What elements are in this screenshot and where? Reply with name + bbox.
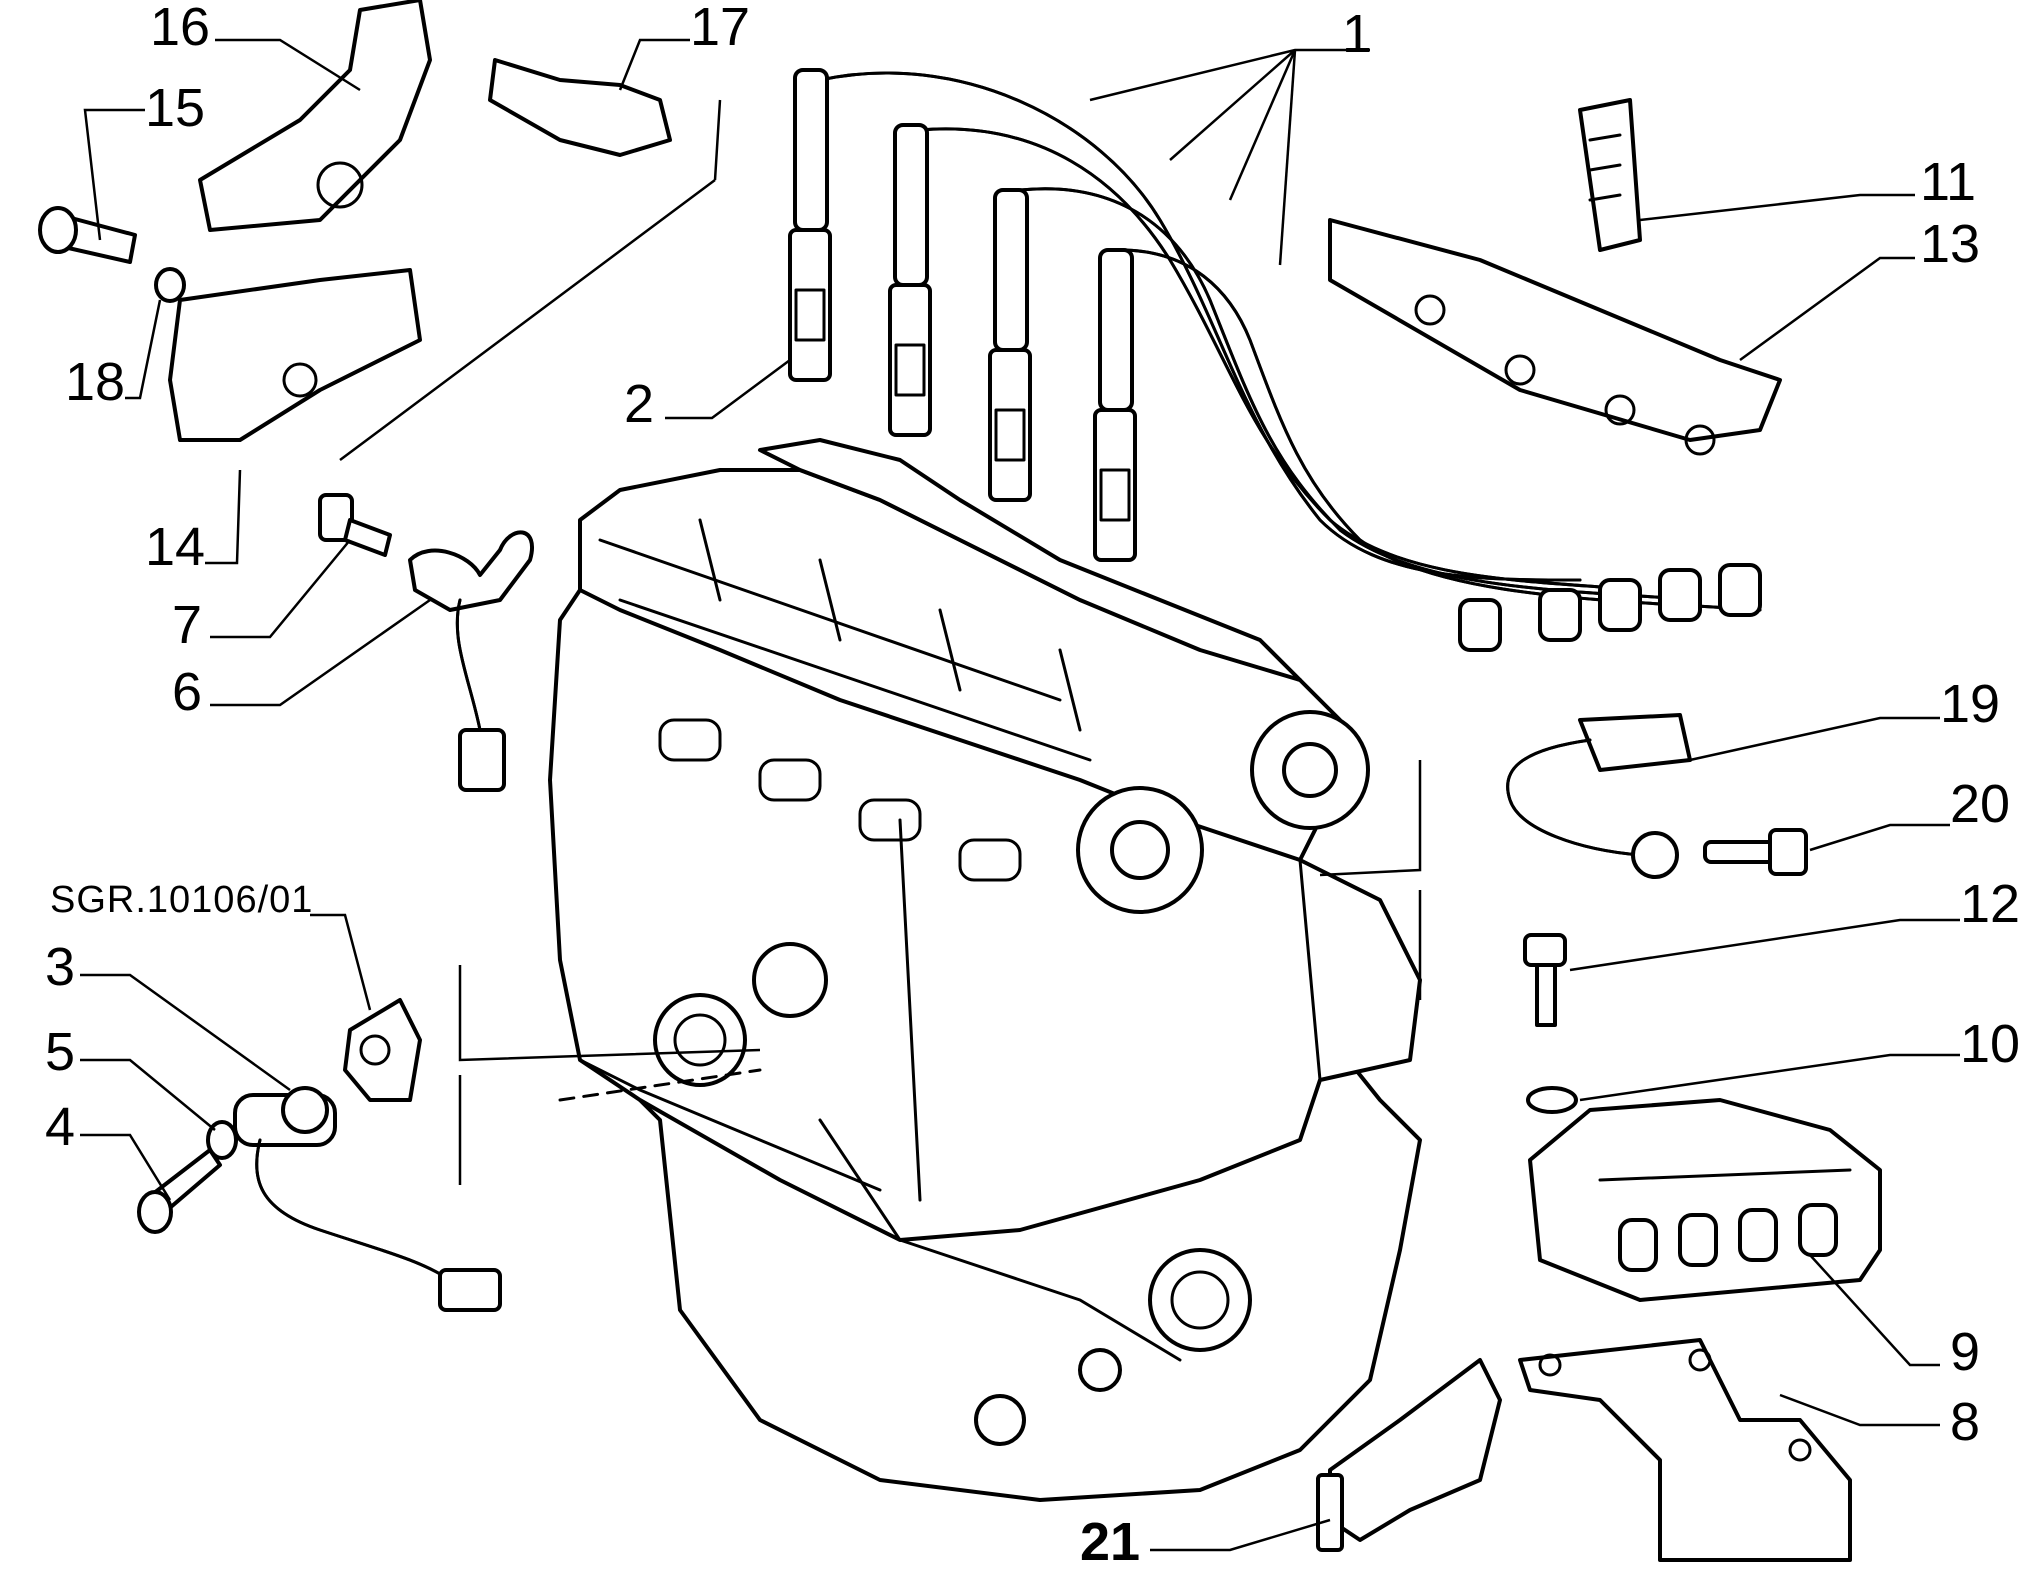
reference-code: SGR.10106/01 [50, 879, 313, 921]
callout-15: 15 [145, 78, 205, 138]
callout-6: 6 [172, 662, 202, 722]
callout-3: 3 [45, 937, 75, 997]
ignition-lead-set [793, 68, 1762, 652]
callout-7: 7 [172, 595, 202, 655]
callout-20: 20 [1950, 774, 2010, 834]
callout-21: 21 [1080, 1512, 1140, 1572]
rpm-sensor-assembly [318, 493, 534, 792]
spark-plugs [788, 228, 1137, 562]
callout-18: 18 [65, 352, 125, 412]
callout-11: 11 [1920, 152, 1976, 212]
leader-lines [80, 38, 1960, 1552]
callout-16: 16 [150, 0, 210, 57]
coil-mounting-bracket [1518, 1338, 1852, 1562]
callout-14: 14 [145, 517, 205, 577]
upper-left-brackets [38, 0, 672, 442]
callout-4: 4 [45, 1097, 75, 1157]
callout-19: 19 [1940, 674, 2000, 734]
ignition-coil [1528, 1098, 1882, 1302]
callout-9: 9 [1950, 1322, 1980, 1382]
knock-sensor-assembly [1506, 713, 1808, 879]
callout-10: 10 [1960, 1014, 2020, 1074]
callout-numbers: 1 2 3 4 5 6 7 8 9 10 11 12 13 14 15 16 1… [45, 0, 2020, 1572]
callout-17: 17 [690, 0, 750, 57]
callout-2: 2 [624, 374, 654, 434]
callout-1: 1 [1342, 4, 1372, 64]
coil-washer-and-bolt [1523, 933, 1578, 1114]
callout-8: 8 [1950, 1392, 1980, 1452]
callout-5: 5 [45, 1022, 75, 1082]
phase-sensor-assembly [137, 998, 502, 1312]
callout-13: 13 [1920, 214, 1980, 274]
callout-12: 12 [1960, 874, 2020, 934]
small-bracket [1316, 1358, 1502, 1552]
lead-support [1328, 98, 1782, 456]
engine-block [548, 438, 1422, 1502]
